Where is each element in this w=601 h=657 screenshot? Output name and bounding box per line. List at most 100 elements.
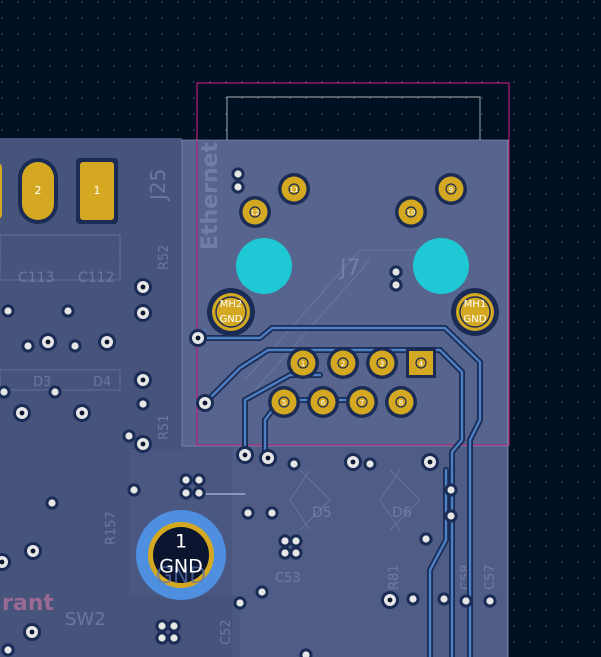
connector-pin[interactable]: 10 <box>395 196 427 228</box>
via[interactable] <box>155 619 169 633</box>
via[interactable] <box>231 180 245 194</box>
via[interactable] <box>233 596 247 610</box>
via[interactable] <box>167 631 181 645</box>
via[interactable] <box>363 457 377 471</box>
fab-outline-body <box>181 139 509 447</box>
via[interactable] <box>1 304 15 318</box>
via[interactable] <box>255 585 269 599</box>
via[interactable] <box>299 648 313 657</box>
d4-label: D4 <box>93 375 111 390</box>
c113-label: C113 <box>18 270 55 286</box>
via[interactable] <box>23 623 41 641</box>
connector-pin-label: 5 <box>282 399 286 407</box>
connector-pin[interactable]: 3 <box>366 347 398 379</box>
via[interactable] <box>68 339 82 353</box>
via[interactable] <box>134 435 152 453</box>
via[interactable] <box>1 643 15 657</box>
via[interactable] <box>287 457 301 471</box>
via[interactable] <box>259 449 277 467</box>
via[interactable] <box>61 304 75 318</box>
via[interactable] <box>122 429 136 443</box>
mh2-pad[interactable]: MH2 GND <box>207 288 255 336</box>
c52-label: C52 <box>219 619 234 645</box>
via[interactable] <box>444 509 458 523</box>
mh1-pad[interactable]: MH1 GND <box>451 288 499 336</box>
mh1-gnd-label: GND <box>464 314 487 325</box>
via[interactable] <box>24 542 42 560</box>
mh2-pad-label: MH2 <box>220 299 243 310</box>
via[interactable] <box>241 506 255 520</box>
via[interactable] <box>192 473 206 487</box>
via[interactable] <box>389 278 403 292</box>
connector-pin[interactable]: 4 <box>406 348 436 378</box>
r52-label: R52 <box>157 244 172 270</box>
connector-pin-label: 11 <box>290 186 299 194</box>
via[interactable] <box>13 404 31 422</box>
connector-pin-label: 8 <box>399 399 403 407</box>
via[interactable] <box>278 546 292 560</box>
via[interactable] <box>189 329 207 347</box>
mount-hole-left[interactable] <box>236 238 292 294</box>
via[interactable] <box>406 592 420 606</box>
gnd-test-pad[interactable]: GND 1 GND <box>136 510 226 600</box>
via[interactable] <box>21 339 35 353</box>
connector-pin[interactable]: 11 <box>278 173 310 205</box>
via[interactable] <box>196 394 214 412</box>
via[interactable] <box>45 496 59 510</box>
via[interactable] <box>167 619 181 633</box>
connector-pin[interactable]: 6 <box>307 386 339 418</box>
connector-pin-label: 1 <box>301 360 305 368</box>
via[interactable] <box>98 333 116 351</box>
via[interactable] <box>48 385 62 399</box>
via[interactable] <box>389 265 403 279</box>
via[interactable] <box>73 404 91 422</box>
connector-pin[interactable]: 5 <box>268 386 300 418</box>
via[interactable] <box>179 486 193 500</box>
via[interactable] <box>483 594 497 608</box>
j25-pad-1[interactable]: 1 <box>76 158 118 224</box>
via[interactable] <box>381 591 399 609</box>
j25-pad-2[interactable]: 2 <box>18 158 58 224</box>
via[interactable] <box>134 371 152 389</box>
via[interactable] <box>278 534 292 548</box>
via[interactable] <box>39 333 57 351</box>
via[interactable] <box>444 483 458 497</box>
via[interactable] <box>289 546 303 560</box>
connector-pin[interactable]: 9 <box>435 173 467 205</box>
connector-pin[interactable]: 8 <box>385 386 417 418</box>
via[interactable] <box>155 631 169 645</box>
j25-pad-1-label: 1 <box>94 184 101 197</box>
via[interactable] <box>459 594 473 608</box>
sw2-label: SW2 <box>65 609 106 630</box>
via[interactable] <box>179 473 193 487</box>
j25-pad-2-label: 2 <box>35 184 42 197</box>
via[interactable] <box>136 397 150 411</box>
connector-pin[interactable]: 12 <box>239 196 271 228</box>
via[interactable] <box>289 534 303 548</box>
via[interactable] <box>419 532 433 546</box>
connector-pin[interactable]: 7 <box>346 386 378 418</box>
connector-pin[interactable]: 1 <box>287 347 319 379</box>
connector-pin-label: 2 <box>341 360 345 368</box>
via[interactable] <box>265 506 279 520</box>
connector-pin-label: 4 <box>419 360 424 368</box>
mh1-pad-label: MH1 <box>464 299 487 310</box>
j25-partial-pad[interactable] <box>0 162 2 220</box>
mount-hole-right[interactable] <box>413 238 469 294</box>
copper-traces <box>195 325 483 657</box>
via[interactable] <box>192 486 206 500</box>
via[interactable] <box>127 483 141 497</box>
connector-pin-label: 7 <box>360 399 364 407</box>
via[interactable] <box>344 453 362 471</box>
via[interactable] <box>134 304 152 322</box>
via[interactable] <box>231 167 245 181</box>
via[interactable] <box>134 278 152 296</box>
connector-pin-label: 3 <box>380 360 384 368</box>
via[interactable] <box>0 553 11 571</box>
via[interactable] <box>0 385 11 399</box>
via[interactable] <box>437 592 451 606</box>
via[interactable] <box>421 453 439 471</box>
connector-pin[interactable]: 2 <box>327 347 359 379</box>
via[interactable] <box>236 446 254 464</box>
